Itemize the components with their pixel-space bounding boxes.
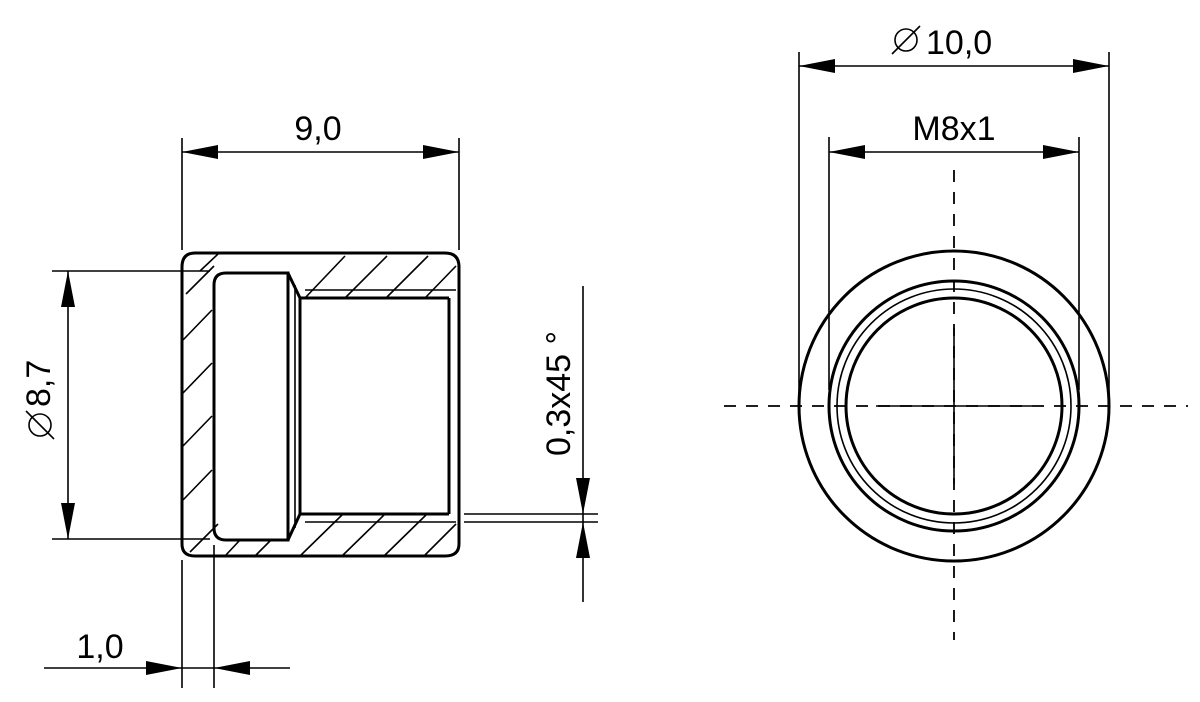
hatching-left xyxy=(182,309,219,553)
dimension-length-label: 9,0 xyxy=(294,110,341,148)
dimension-outer-diameter-end-label: 10,0 xyxy=(926,24,992,62)
end-view: 10,0 M8x1 xyxy=(724,24,1188,640)
diameter-symbol-icon xyxy=(891,25,921,55)
diameter-symbol-icon xyxy=(25,410,55,440)
body-outline xyxy=(180,251,461,558)
dimension-chamfer-label: 0,3x45 ° xyxy=(540,331,578,456)
hatching-bottom xyxy=(224,514,457,557)
dimension-recess-depth: 1,0 xyxy=(44,545,290,688)
side-section-view: 9,0 8,7 1,0 xyxy=(20,110,598,688)
thread-major-circle xyxy=(827,279,1081,533)
chamfer-bottom xyxy=(286,512,449,541)
dimension-length: 9,0 xyxy=(181,110,460,250)
dimension-thread-label: M8x1 xyxy=(912,110,995,148)
thread-minor-circle xyxy=(836,288,1072,524)
dimension-recess-depth-label: 1,0 xyxy=(76,628,123,666)
dimension-chamfer: 0,3x45 ° xyxy=(464,286,598,602)
dimension-outer-diameter-end: 10,0 xyxy=(798,24,1110,406)
dimension-outer-diameter-side: 8,7 xyxy=(20,270,210,540)
hatching-top xyxy=(185,253,457,299)
recess-outline xyxy=(212,271,290,542)
chamfer-top xyxy=(286,272,449,300)
bore-circle xyxy=(844,296,1064,516)
dimension-outer-diameter-side-label: 8,7 xyxy=(20,360,58,407)
dimension-thread: M8x1 xyxy=(828,110,1080,390)
